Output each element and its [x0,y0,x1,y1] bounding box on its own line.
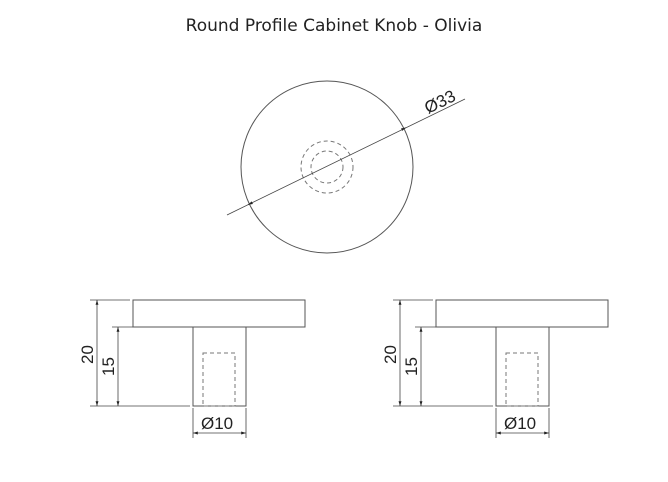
knob-head [435,299,609,328]
arrow [401,127,407,131]
knob-outline-circle [240,80,414,254]
diameter-10-label: Ø10 [201,414,233,433]
diameter-10-label: Ø10 [504,414,536,433]
hidden-screw-hole [202,352,236,407]
height-20-label: 20 [78,345,97,364]
diameter-33-label: Ø33 [421,86,458,117]
hidden-hole-circle [310,150,344,184]
drawing-title: Round Profile Cabinet Knob - Olivia [185,16,483,36]
hidden-screw-hole [505,352,539,407]
diameter-dimension-line [226,98,466,216]
height-15-label: 15 [402,357,421,376]
knob-head [132,299,306,328]
top-view: Ø33 [226,80,466,254]
hidden-stem-circle [300,140,354,194]
height-15-label: 15 [99,357,118,376]
knob-stem [495,326,550,407]
knob-stem [192,326,247,407]
height-20-label: 20 [381,345,400,364]
arrow [247,201,253,206]
